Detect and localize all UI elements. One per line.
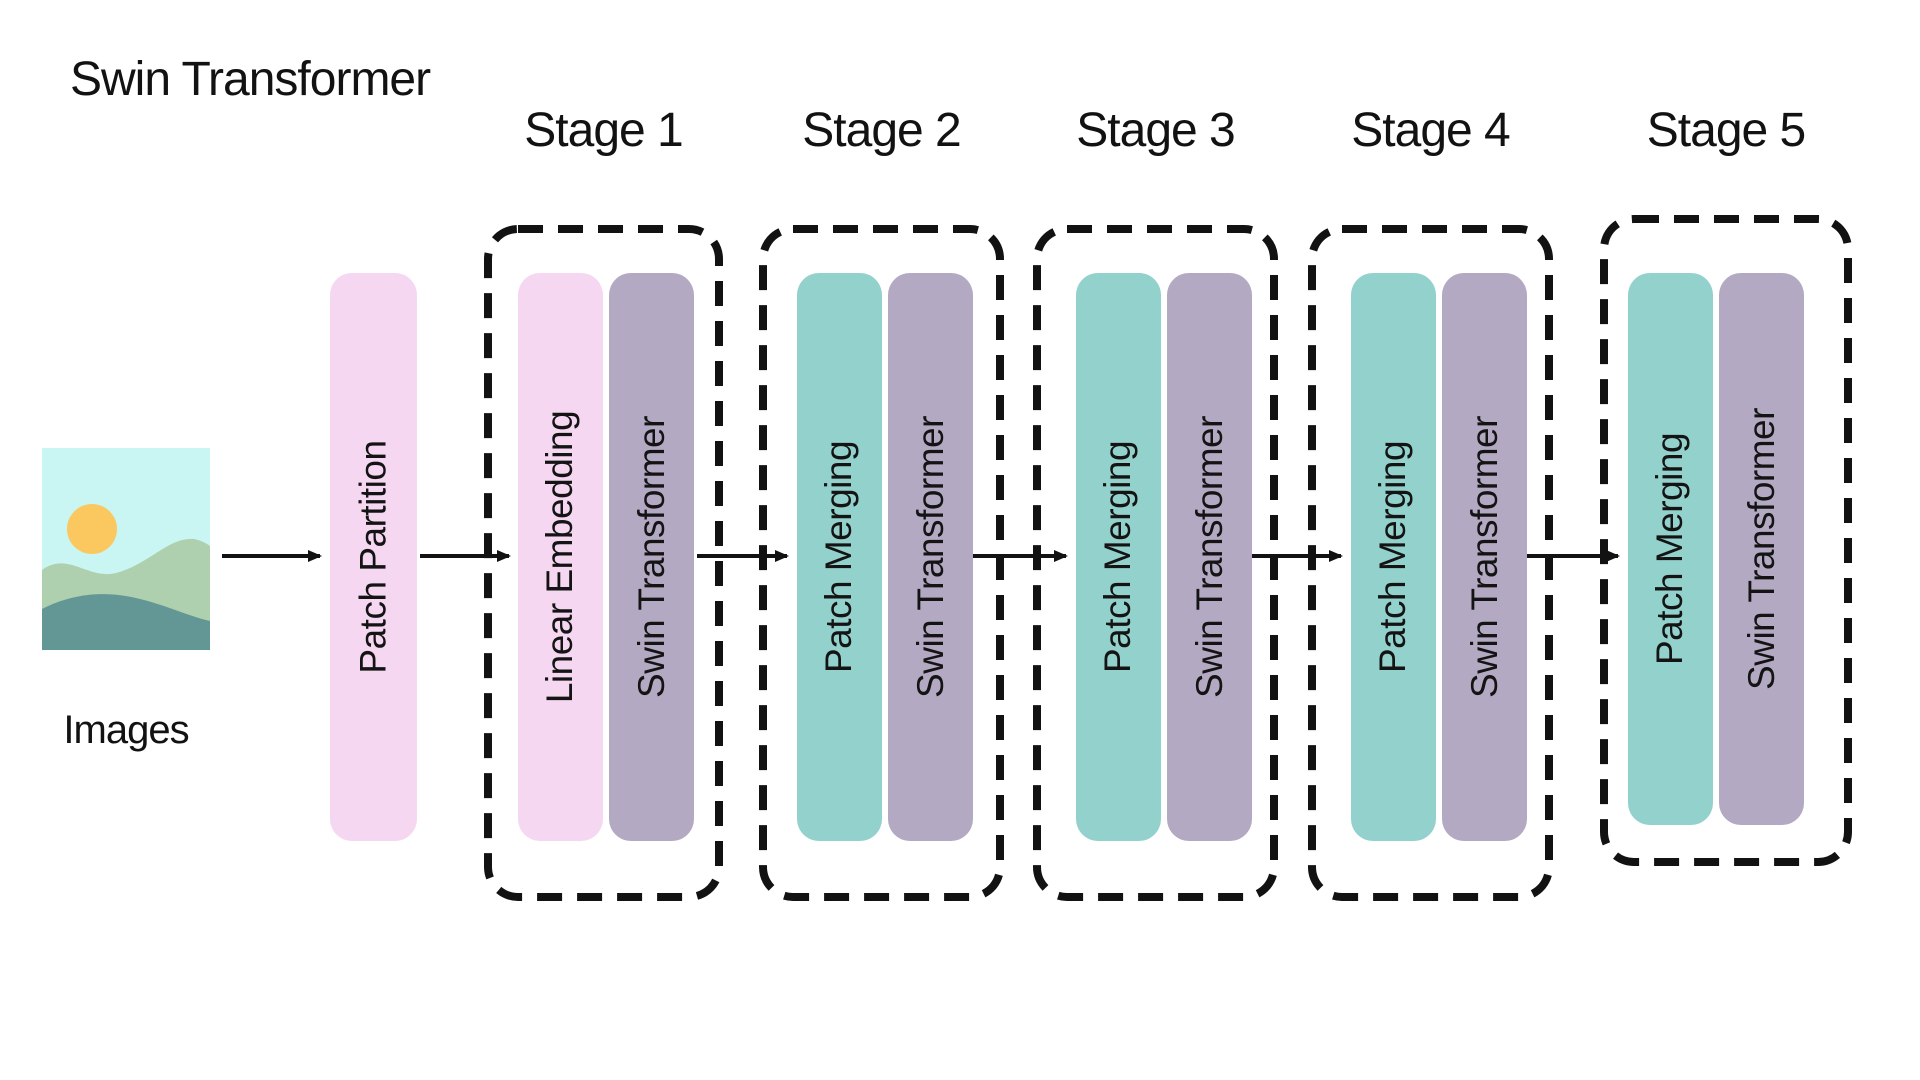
patch-merging-label: Patch Merging	[818, 440, 860, 674]
stage-3: Stage 3 Patch Merging Swin Transformer	[1033, 104, 1278, 901]
stage-5: Stage 5 Patch Merging Swin Transformer	[1600, 104, 1852, 866]
swin-transformer-label: Swin Transformer	[1463, 416, 1505, 698]
linear-embedding-label: Linear Embedding	[539, 410, 581, 704]
stage-5-outline	[1600, 215, 1852, 866]
stage-4-title: Stage 4	[1351, 104, 1510, 157]
patch-merging-label: Patch Merging	[1649, 432, 1691, 666]
patch-merging-label: Patch Merging	[1097, 440, 1139, 674]
linear-embedding-block: Linear Embedding	[518, 273, 603, 841]
stage-2: Stage 2 Patch Merging Swin Transformer	[759, 104, 1004, 901]
patch-partition-block: Patch Partition	[330, 273, 417, 841]
stage-1: Stage 1 Linear Embedding Swin Transforme…	[484, 104, 723, 901]
images-label: Images	[63, 708, 189, 752]
swin-transformer-block: Swin Transformer	[888, 273, 973, 841]
stage-2-title: Stage 2	[802, 104, 961, 157]
swin-transformer-block: Swin Transformer	[609, 273, 694, 841]
stage-4: Stage 4 Patch Merging Swin Transformer	[1308, 104, 1553, 901]
swin-transformer-label: Swin Transformer	[1188, 416, 1230, 698]
stage-3-outline	[1033, 225, 1278, 901]
patch-merging-block: Patch Merging	[1076, 273, 1161, 841]
stage-1-outline	[484, 225, 723, 901]
sun-icon	[67, 504, 117, 554]
swin-transformer-label: Swin Transformer	[1740, 408, 1782, 690]
swin-transformer-label: Swin Transformer	[630, 416, 672, 698]
stage-outlines	[484, 215, 1852, 901]
stage-1-title: Stage 1	[524, 104, 683, 157]
swin-transformer-label: Swin Transformer	[909, 416, 951, 698]
swin-transformer-block: Swin Transformer	[1442, 273, 1527, 841]
patch-merging-block: Patch Merging	[797, 273, 882, 841]
swin-transformer-block: Swin Transformer	[1167, 273, 1252, 841]
patch-merging-block: Patch Merging	[1628, 273, 1713, 825]
landscape-image-icon	[42, 448, 210, 650]
stage-3-title: Stage 3	[1076, 104, 1235, 157]
stage-4-outline	[1308, 225, 1553, 901]
swin-transformer-block: Swin Transformer	[1719, 273, 1804, 825]
patch-merging-block: Patch Merging	[1351, 273, 1436, 841]
diagram-title: Swin Transformer	[70, 53, 431, 106]
icon-hill-dark	[42, 594, 210, 650]
patch-partition-label: Patch Partition	[352, 440, 394, 674]
stage-2-outline	[759, 225, 1004, 901]
stage-5-title: Stage 5	[1646, 104, 1806, 157]
patch-merging-label: Patch Merging	[1372, 440, 1414, 674]
